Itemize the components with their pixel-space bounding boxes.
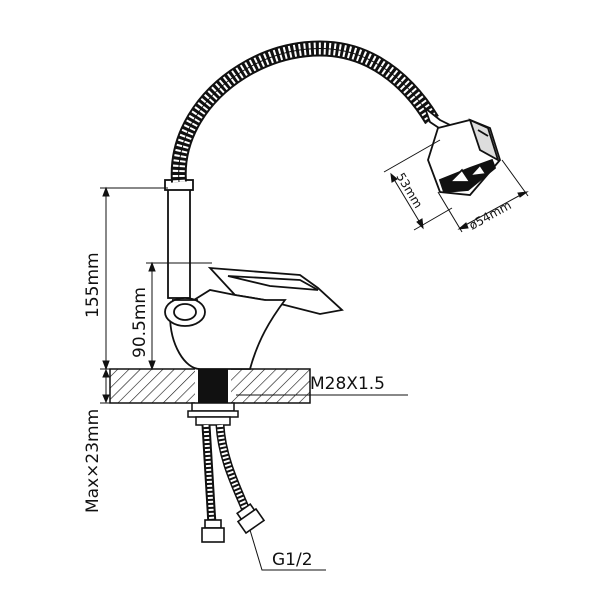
flexible-hose: [170, 40, 439, 183]
label-height-total: 155mm: [83, 252, 103, 318]
label-thread: M28X1.5: [310, 374, 385, 394]
dimension-lever-height: [146, 261, 212, 371]
spout-neck: [164, 179, 194, 299]
leader-connector: [249, 529, 326, 571]
dimension-total-height: [100, 186, 168, 371]
dimension-head-height: [383, 139, 453, 231]
label-max-thickness: Max×23mm: [83, 409, 103, 513]
hose-fittings: [201, 503, 266, 543]
dimension-head-diameter: [437, 159, 529, 233]
label-connector: G1/2: [272, 550, 313, 570]
spray-head: [423, 105, 502, 196]
label-height-lever: 90.5mm: [130, 287, 150, 358]
label-head-diameter: ø54mm: [467, 198, 514, 233]
dimension-max-thickness: [100, 368, 110, 404]
mounting-nut: [187, 402, 239, 426]
mounting-shank: [198, 369, 228, 403]
faucet-body: [164, 289, 287, 370]
